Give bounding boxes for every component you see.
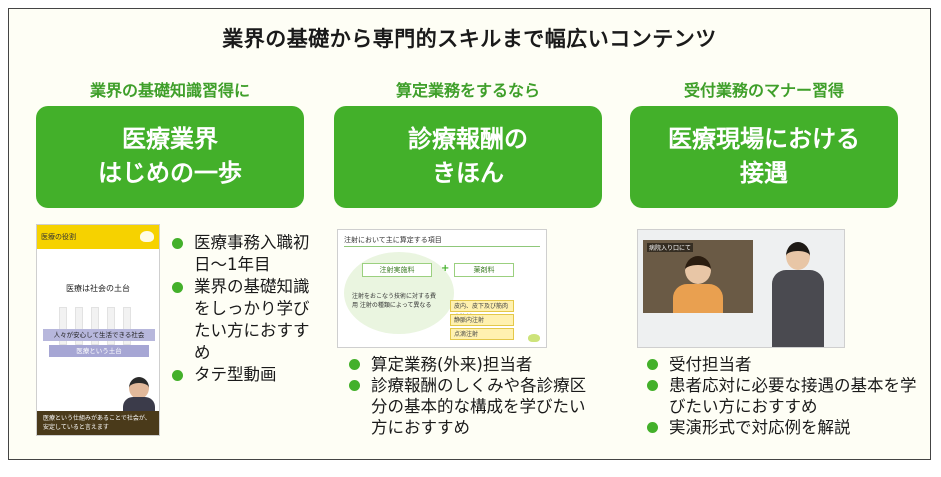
slide-title: 注射において主に算定する項目 — [344, 236, 442, 244]
page-title: 業界の基礎から専門的スキルまで幅広いコンテンツ — [222, 27, 717, 51]
plus-icon: + — [441, 263, 450, 274]
column-3-course-title-line-1: 医療現場における — [668, 125, 860, 154]
slide-item: 静脈内注射 — [450, 314, 514, 326]
society-band: 人々が安心して生活できる社会 — [43, 329, 155, 341]
receptionist-figure — [685, 256, 711, 284]
roleplay-video-thumbnail[interactable]: 病院入り口にて — [637, 229, 845, 348]
thumbnail-headline: 医療は社会の土台 — [66, 284, 130, 293]
list-item: 算定業務(外来)担当者 — [349, 354, 589, 375]
column-2-course-title-line-1: 診療報酬の — [408, 125, 528, 154]
list-item: タテ型動画 — [172, 364, 322, 386]
column-1-subtitle: 業界の基礎知識習得に — [89, 81, 250, 100]
vertical-video-thumbnail[interactable]: 医療の役割 医療は社会の土台 人々が安心して生活できる社会 医療という土台 医療… — [36, 224, 160, 436]
column-1-course-title-line-1: 医療業界 — [122, 125, 218, 154]
bullet-dot-icon — [349, 359, 360, 370]
slide-item: 皮内、皮下及び筋肉内注射 — [450, 300, 514, 321]
thumbnail-caption: 医療という仕組みがあることで社会が、安定していると言えます — [37, 411, 159, 435]
list-item: 受付担当者 — [647, 354, 917, 375]
column-3-subtitle: 受付業務のマナー習得 — [683, 81, 844, 100]
slide-item: 点滴注射 — [450, 328, 514, 340]
slide-title-underline — [344, 246, 540, 247]
column-2-course-title-line-2: きほん — [432, 159, 504, 187]
bullet-dot-icon — [172, 238, 183, 249]
list-item: 診療報酬のしくみや各診療区分の基本的な構成を学びたい方におすすめ — [349, 375, 589, 438]
column-3-course-title-line-2: 接遇 — [740, 159, 788, 187]
slide-box-drug-fee: 薬剤料 — [454, 263, 514, 277]
bullet-dot-icon — [647, 380, 658, 391]
list-item: 医療事務入職初日～1年目 — [172, 232, 322, 276]
bullet-dot-icon — [172, 370, 183, 381]
instructor-figure — [786, 242, 810, 270]
column-1-course-box[interactable]: 医療業界 はじめの一歩 — [36, 106, 304, 208]
slide-box-injection-fee: 注射実施料 — [362, 263, 432, 277]
foundation-band: 医療という土台 — [49, 345, 149, 357]
scene-label: 病院入り口にて — [647, 243, 694, 252]
brand-logo-icon — [140, 231, 154, 242]
roleplay-scene: 病院入り口にて — [643, 240, 753, 313]
column-2-bullet-list: 算定業務(外来)担当者 診療報酬のしくみや各診療区分の基本的な構成を学びたい方に… — [349, 354, 589, 438]
slide-note: 注射をおこなう技術に対する費用 注射の種類によって異なる — [352, 293, 437, 309]
pillars-illustration — [55, 307, 143, 353]
column-3-bullet-list: 受付担当者 患者応対に必要な接遇の基本を学びたい方におすすめ 実演形式で対応例を… — [647, 354, 917, 438]
thumbnail-header-label: 医療の役割 — [41, 233, 76, 241]
column-2-course-box[interactable]: 診療報酬の きほん — [334, 106, 602, 208]
list-item: 業界の基礎知識をしっかり学びたい方におすすめ — [172, 276, 322, 364]
column-1-bullet-list: 医療事務入職初日～1年目 業界の基礎知識をしっかり学びたい方におすすめ タテ型動… — [172, 232, 322, 386]
bullet-dot-icon — [172, 282, 183, 293]
column-1-course-title-line-2: はじめの一歩 — [98, 159, 242, 187]
content-panel: 業界の基礎から専門的スキルまで幅広いコンテンツ 業界の基礎知識習得に 医療業界 … — [8, 8, 931, 460]
column-2-subtitle: 算定業務をするなら — [395, 81, 540, 100]
bullet-dot-icon — [647, 422, 658, 433]
bullet-dot-icon — [647, 359, 658, 370]
bullet-dot-icon — [349, 380, 360, 391]
column-3-course-box[interactable]: 医療現場における 接遇 — [630, 106, 898, 208]
list-item: 実演形式で対応例を解説 — [647, 417, 917, 438]
slide-thumbnail[interactable]: 注射において主に算定する項目 注射実施料 + 薬剤料 注射をおこなう技術に対する… — [337, 229, 547, 348]
list-item: 患者応対に必要な接遇の基本を学びたい方におすすめ — [647, 375, 917, 417]
brand-logo-icon — [528, 334, 540, 342]
thumbnail-header-bar: 医療の役割 — [37, 225, 159, 249]
